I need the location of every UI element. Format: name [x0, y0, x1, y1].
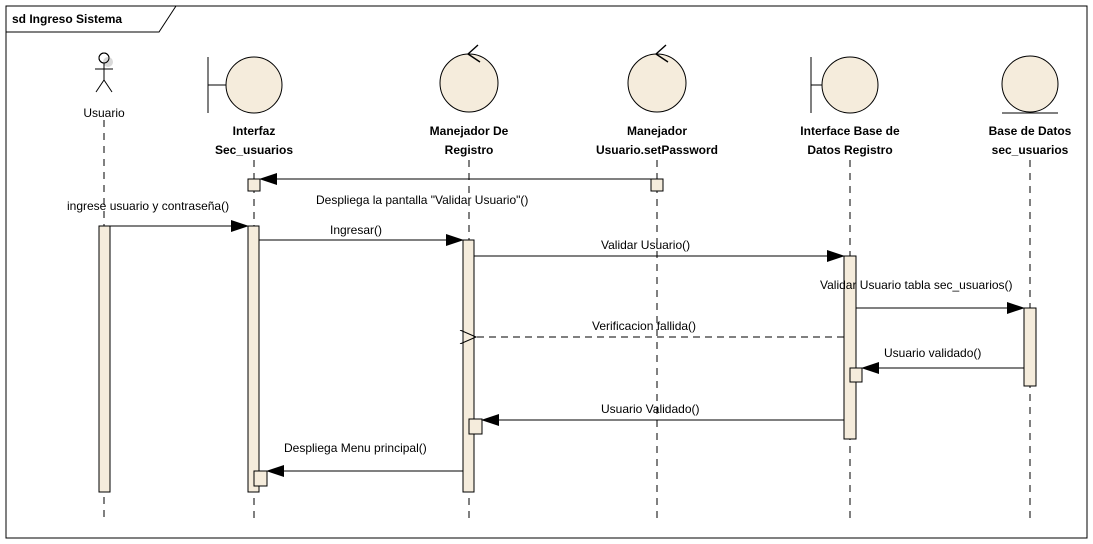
- lifeline-name-base-datos-2: sec_usuarios: [992, 143, 1069, 157]
- message-validar-usuario: Validar Usuario(): [474, 238, 845, 262]
- activation-bars: [98, 178, 1037, 493]
- control-icon: [439, 44, 499, 113]
- entity-base-datos: Base de Datos sec_usuarios: [989, 55, 1072, 157]
- lifeline-name-base-datos-1: Base de Datos: [989, 124, 1072, 138]
- message-ingrese-usuario: ingrese usuario y contraseña(): [67, 199, 249, 232]
- message-label: Usuario Validado(): [601, 402, 700, 416]
- lifeline-name-interface-bd-1: Interface Base de: [800, 124, 900, 138]
- message-usuario-validado: Usuario Validado(): [481, 402, 844, 426]
- focus-interface-bd: [849, 367, 863, 383]
- activation-interface-bd: [843, 255, 857, 440]
- focus-interfaz-top: [247, 178, 261, 192]
- lifeline-name-interfaz-1: Interfaz: [233, 124, 276, 138]
- messages: Despliega la pantalla "Validar Usuario"(…: [67, 173, 1025, 477]
- message-validar-tabla: Validar Usuario tabla sec_usuarios(): [820, 278, 1025, 314]
- message-label: Despliega Menu principal(): [284, 441, 427, 455]
- lifeline-name-interface-bd-2: Datos Registro: [807, 143, 892, 157]
- boundary-interfaz: Interfaz Sec_usuarios: [207, 56, 293, 157]
- control-manejador-password: Manejador Usuario.setPassword: [596, 44, 718, 157]
- lifeline-name-manejador-registro-2: Registro: [445, 143, 494, 157]
- activation-base-datos: [1023, 307, 1037, 387]
- message-ingresar: Ingresar(): [259, 223, 464, 246]
- activation-interfaz: [247, 225, 260, 493]
- entity-icon: [1001, 55, 1059, 114]
- actor-usuario: Usuario: [83, 52, 125, 120]
- activation-manejador-registro: [462, 239, 475, 493]
- lifeline-name-manejador-password-1: Manejador: [627, 124, 687, 138]
- lifeline-name-usuario: Usuario: [83, 106, 125, 120]
- message-label: Usuario validado(): [884, 346, 981, 360]
- lifeline-lines: [103, 120, 1031, 518]
- message-verificacion-fallida: Verificacion fallida(): [476, 319, 844, 337]
- message-label: Validar Usuario(): [601, 238, 690, 252]
- focus-interfaz-bottom: [253, 470, 268, 487]
- focus-manejador-password: [650, 178, 664, 192]
- lifeline-name-interfaz-2: Sec_usuarios: [215, 143, 293, 157]
- activation-usuario: [98, 225, 111, 493]
- focus-manejador-registro: [468, 418, 483, 435]
- frame-title: sd Ingreso Sistema: [12, 12, 122, 26]
- control-manejador-registro: Manejador De Registro: [430, 44, 509, 157]
- lifeline-name-manejador-password-2: Usuario.setPassword: [596, 143, 718, 157]
- message-usuario-validado-bd: Usuario validado(): [861, 346, 1024, 374]
- actor-icon: [95, 52, 113, 93]
- message-label: Validar Usuario tabla sec_usuarios(): [820, 278, 1013, 292]
- message-label: Verificacion fallida(): [592, 319, 696, 333]
- boundary-icon: [810, 56, 879, 114]
- message-label: ingrese usuario y contraseña(): [67, 199, 229, 213]
- message-despliega-menu: Despliega Menu principal(): [266, 441, 463, 477]
- message-label: Despliega la pantalla "Validar Usuario"(…: [316, 193, 528, 207]
- message-despliega-validar: Despliega la pantalla "Validar Usuario"(…: [259, 173, 651, 207]
- boundary-icon: [207, 56, 283, 114]
- boundary-interface-bd: Interface Base de Datos Registro: [800, 56, 900, 157]
- lifeline-name-manejador-registro-1: Manejador De: [430, 124, 509, 138]
- diagram-frame: sd Ingreso Sistema: [5, 5, 1088, 539]
- message-label: Ingresar(): [330, 223, 382, 237]
- control-icon: [627, 44, 687, 113]
